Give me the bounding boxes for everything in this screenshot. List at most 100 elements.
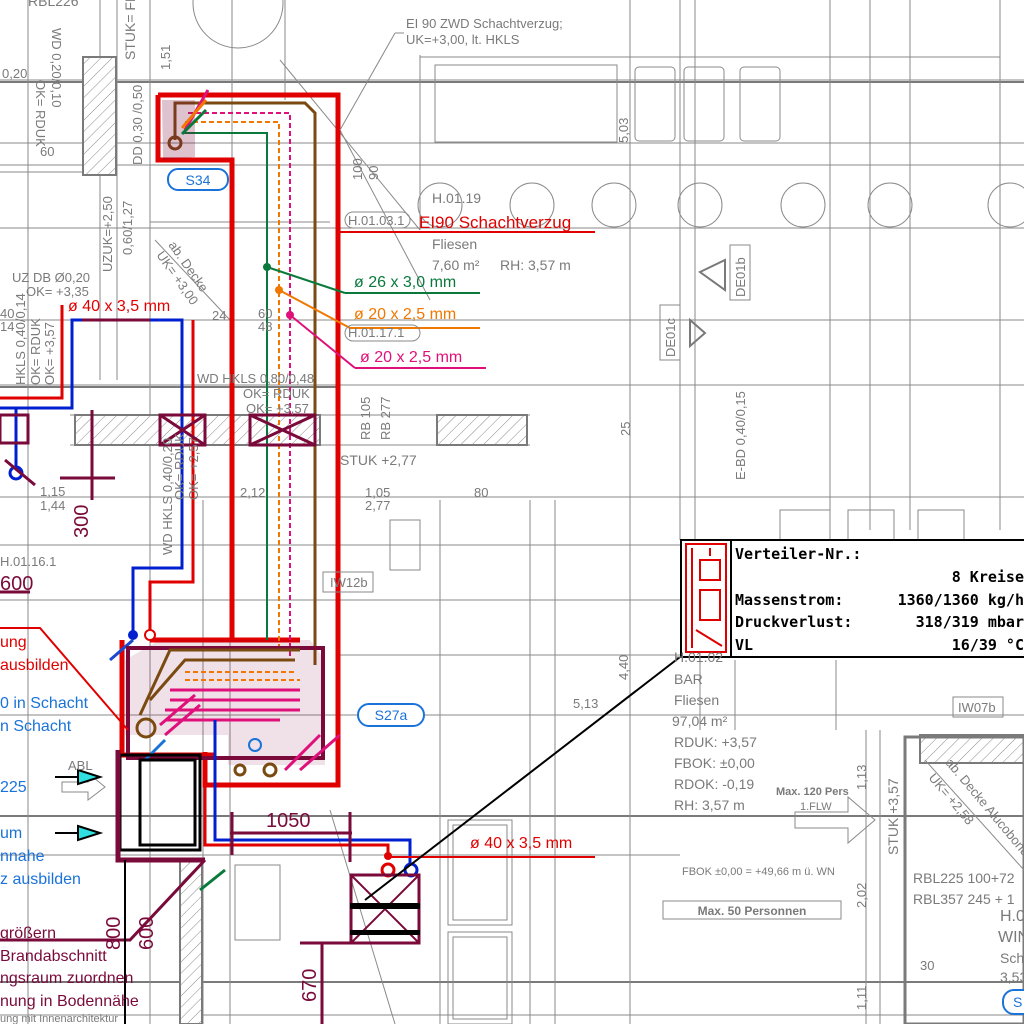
svg-text:8 Kreise: 8 Kreise (952, 568, 1024, 586)
tag-iw12b: IW12b (322, 571, 374, 593)
svg-text:Fliesen: Fliesen (432, 236, 477, 252)
svg-text:OK= +3,57: OK= +3,57 (246, 401, 309, 416)
svg-text:H.01.16.1: H.01.16.1 (0, 554, 56, 569)
svg-text:Max. 50 Personnen: Max. 50 Personnen (698, 904, 807, 918)
svg-text:60: 60 (40, 144, 54, 159)
pipe-label-green: ø 26 x 3,0 mm (354, 274, 456, 291)
svg-text:OK= RDUK: OK= RDUK (172, 433, 187, 500)
svg-text:OK= +3,57: OK= +3,57 (42, 322, 57, 385)
svg-text:16/39 °C: 16/39 °C (952, 636, 1024, 654)
dimensions: 300 600 800 600 670 1050 ABL 25 80 5,13 … (0, 391, 934, 1010)
svg-text:WD HKLS 0,40/0,20: WD HKLS 0,40/0,20 (160, 438, 175, 555)
svg-text:800: 800 (103, 917, 125, 950)
svg-text:3,53: 3,53 (1000, 969, 1024, 985)
top-labels: RBL226 OK= RDUK WD 0,20/0,10 STUK= FE EI… (2, 0, 631, 180)
svg-text:IW07b: IW07b (958, 700, 996, 715)
svg-text:2,77: 2,77 (365, 498, 390, 513)
svg-text:UZUK=+2,50: UZUK=+2,50 (100, 196, 115, 272)
svg-text:90: 90 (366, 166, 381, 180)
svg-text:RDOK: -0,19: RDOK: -0,19 (674, 776, 754, 792)
svg-text:FBOK: ±0,00: FBOK: ±0,00 (674, 755, 755, 771)
svg-text:UK=+3,00, lt. HKLS: UK=+3,00, lt. HKLS (406, 32, 520, 47)
svg-text:Verteiler-Nr.:: Verteiler-Nr.: (735, 545, 861, 563)
svg-text:WD 0,20/0,10: WD 0,20/0,10 (49, 28, 64, 108)
svg-text:DE01b: DE01b (733, 257, 748, 297)
shaft-title: EI90 Schachtverzug (419, 213, 571, 232)
svg-text:Fliesen: Fliesen (674, 692, 719, 708)
svg-text:OK= RDUK: OK= RDUK (28, 318, 43, 385)
svg-text:STUK +2,77: STUK +2,77 (340, 452, 417, 468)
tag-label: S (1013, 994, 1022, 1010)
left-annotations: ung ausbilden 0 in Schacht n Schacht 225… (0, 634, 139, 1024)
svg-text:60: 60 (258, 306, 272, 321)
svg-text:HKLS 0,40/0,14: HKLS 0,40/0,14 (13, 293, 28, 385)
svg-text:H.01.17.1: H.01.17.1 (348, 325, 404, 340)
svg-text:48: 48 (258, 319, 272, 334)
svg-text:1,13: 1,13 (854, 765, 869, 790)
svg-text:nnahe: nnahe (0, 848, 45, 865)
tag-s-right[interactable]: S (1002, 989, 1024, 1015)
tag-s27a[interactable]: S27a (357, 703, 425, 727)
svg-text:DD 0,30 /0,50: DD 0,30 /0,50 (130, 85, 145, 165)
svg-text:H.01.19: H.01.19 (432, 190, 481, 206)
svg-text:ABL: ABL (68, 758, 93, 773)
tag-label: S34 (186, 172, 211, 188)
shaft-labels: EI90 Schachtverzug ø 26 x 3,0 mm ø 20 x … (68, 213, 572, 852)
pipe-label-orange: ø 20 x 2,5 mm (354, 306, 456, 323)
left-notes: UZ DB Ø0,20 OK= +3,35 UZUK=+2,50 0,60/1,… (0, 196, 417, 569)
svg-text:z ausbilden: z ausbilden (0, 871, 81, 888)
tag-de01c: DE01c (659, 304, 681, 361)
tag-label: S27a (375, 707, 408, 723)
svg-text:WD HKLS 0,80/0,48: WD HKLS 0,80/0,48 (197, 371, 314, 386)
svg-text:Druckverlust:: Druckverlust: (735, 613, 852, 631)
svg-text:BAR: BAR (674, 671, 703, 687)
svg-text:5,13: 5,13 (573, 696, 598, 711)
svg-text:n Schacht: n Schacht (0, 718, 72, 735)
svg-text:1,11: 1,11 (854, 986, 869, 1010)
svg-text:STUK +3,57: STUK +3,57 (885, 778, 901, 855)
svg-text:RH: 3,57 m: RH: 3,57 m (674, 797, 745, 813)
svg-text:Sch: Sch (1000, 950, 1024, 966)
svg-text:RH: 3,57 m: RH: 3,57 m (500, 257, 571, 273)
svg-text:RDUK: +3,57: RDUK: +3,57 (674, 734, 757, 750)
svg-text:FBOK ±0,00 = +49,66 m ü. WN: FBOK ±0,00 = +49,66 m ü. WN (682, 866, 835, 878)
tag-de01b: DE01b (729, 244, 751, 301)
svg-text:80: 80 (474, 485, 488, 500)
svg-text:600: 600 (136, 917, 158, 950)
svg-text:E-BD 0,40/0,15: E-BD 0,40/0,15 (733, 391, 748, 480)
tag-s34[interactable]: S34 (167, 168, 229, 191)
pipe-bundle (0, 89, 681, 1024)
svg-text:2,12: 2,12 (240, 485, 265, 500)
svg-text:5,03: 5,03 (616, 118, 631, 143)
svg-text:30: 30 (920, 958, 934, 973)
tag-iw07b: IW07b (952, 696, 1004, 718)
svg-text:25: 25 (618, 422, 633, 436)
svg-text:ung: ung (0, 634, 27, 651)
svg-text:600: 600 (0, 573, 33, 595)
svg-text:VL: VL (735, 636, 753, 654)
pipe-label-main-bottom: ø 40 x 3,5 mm (470, 835, 572, 852)
svg-text:OK= RDUK: OK= RDUK (33, 80, 48, 147)
manufacturer-logo (685, 543, 727, 653)
svg-text:H.01.03.1: H.01.03.1 (348, 213, 404, 228)
svg-text:1.FLW: 1.FLW (800, 801, 832, 813)
svg-text:um: um (0, 825, 22, 842)
svg-text:2,02: 2,02 (854, 883, 869, 908)
svg-text:WIN: WIN (998, 929, 1024, 946)
svg-text:nung in Bodennähe: nung in Bodennähe (0, 993, 139, 1010)
svg-text:OK= +2,57: OK= +2,57 (186, 437, 201, 500)
svg-text:Massenstrom:: Massenstrom: (735, 591, 843, 609)
svg-text:670: 670 (299, 969, 321, 1002)
svg-text:1,51: 1,51 (158, 45, 173, 70)
svg-text:1,15: 1,15 (40, 484, 65, 499)
svg-text:318/319 mbar: 318/319 mbar (916, 613, 1024, 631)
svg-text:größern: größern (0, 925, 56, 942)
svg-text:Max. 120 Pers: Max. 120 Pers (776, 786, 849, 798)
svg-text:1050: 1050 (266, 810, 311, 832)
svg-text:40: 40 (0, 306, 14, 321)
room-h0119: H.01.19 Fliesen 7,60 m² RH: 3,57 m H.01.… (344, 190, 571, 342)
svg-text:OK= RDUK: OK= RDUK (243, 386, 310, 401)
svg-text:225: 225 (0, 779, 27, 796)
distributor-info-box: Verteiler-Nr.: 8 Kreise Massenstrom: 136… (680, 539, 1024, 658)
